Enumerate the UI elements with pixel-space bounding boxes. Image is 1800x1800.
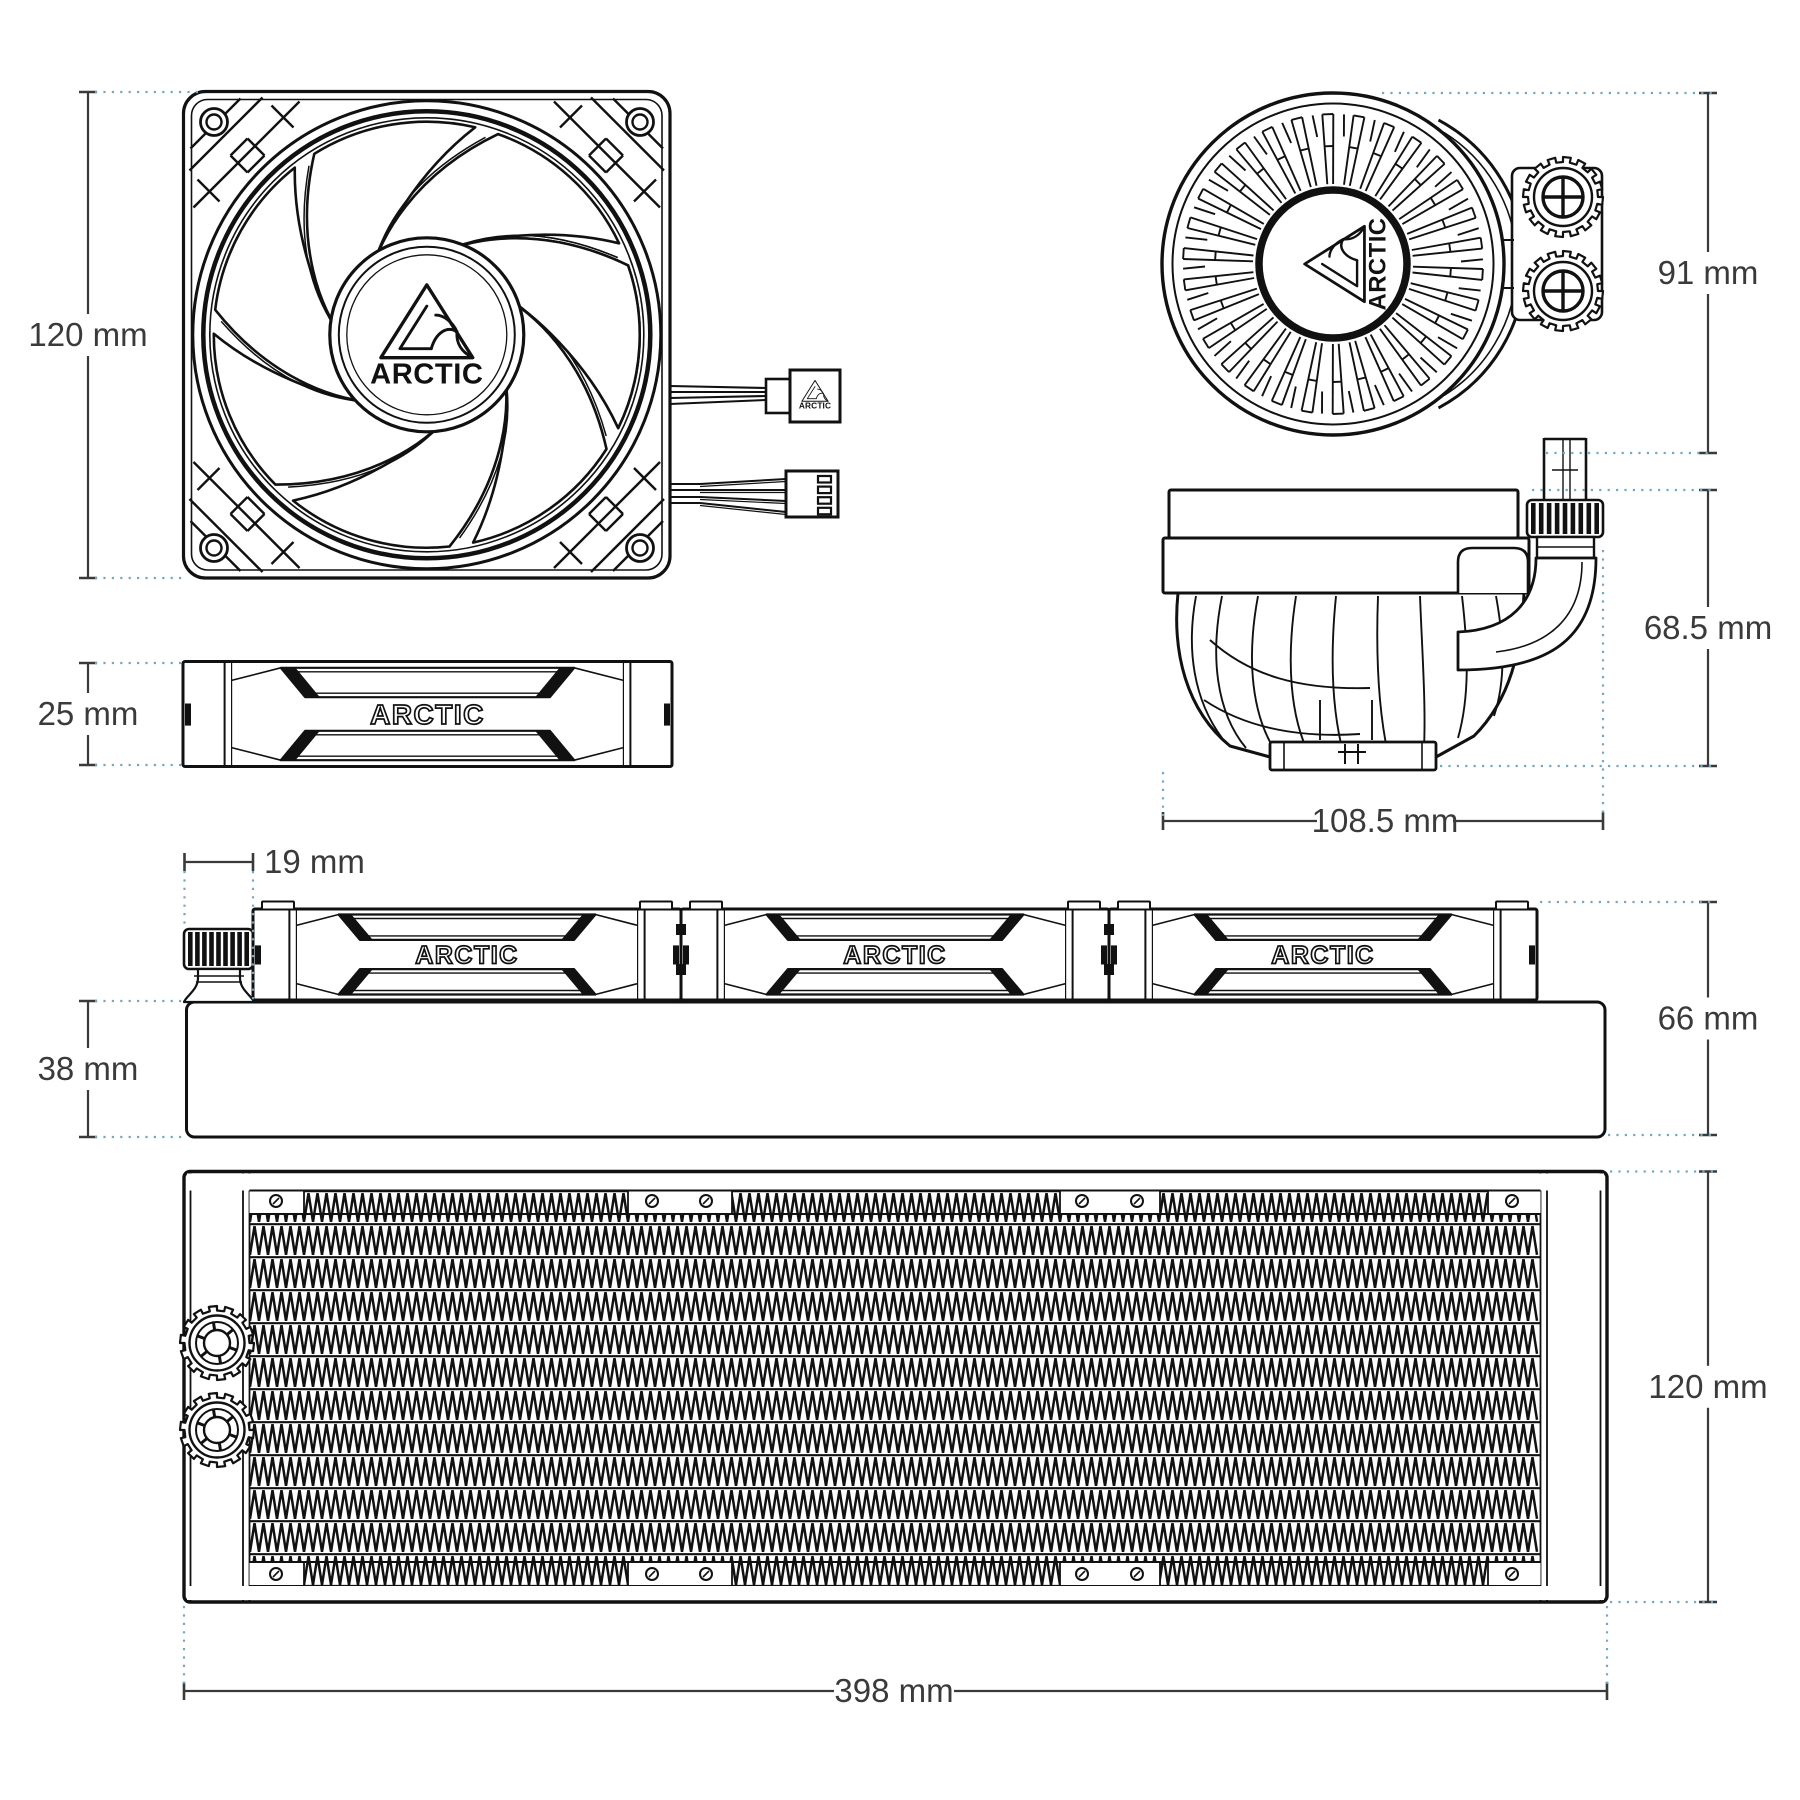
svg-text:108.5 mm: 108.5 mm (1312, 802, 1459, 839)
svg-text:120 mm: 120 mm (1648, 1368, 1767, 1405)
svg-text:38 mm: 38 mm (38, 1050, 139, 1087)
svg-text:120 mm: 120 mm (28, 316, 147, 353)
svg-text:ARCTIC: ARCTIC (843, 942, 946, 970)
svg-text:91 mm: 91 mm (1658, 254, 1759, 291)
svg-text:25 mm: 25 mm (38, 695, 139, 732)
svg-text:398 mm: 398 mm (834, 1672, 953, 1709)
svg-text:19 mm: 19 mm (264, 843, 365, 880)
svg-text:ARCTIC: ARCTIC (370, 699, 485, 730)
svg-text:68.5 mm: 68.5 mm (1644, 609, 1772, 646)
svg-text:ARCTIC: ARCTIC (415, 942, 518, 970)
svg-text:ARCTIC: ARCTIC (1271, 942, 1374, 970)
svg-text:66 mm: 66 mm (1658, 1000, 1759, 1037)
